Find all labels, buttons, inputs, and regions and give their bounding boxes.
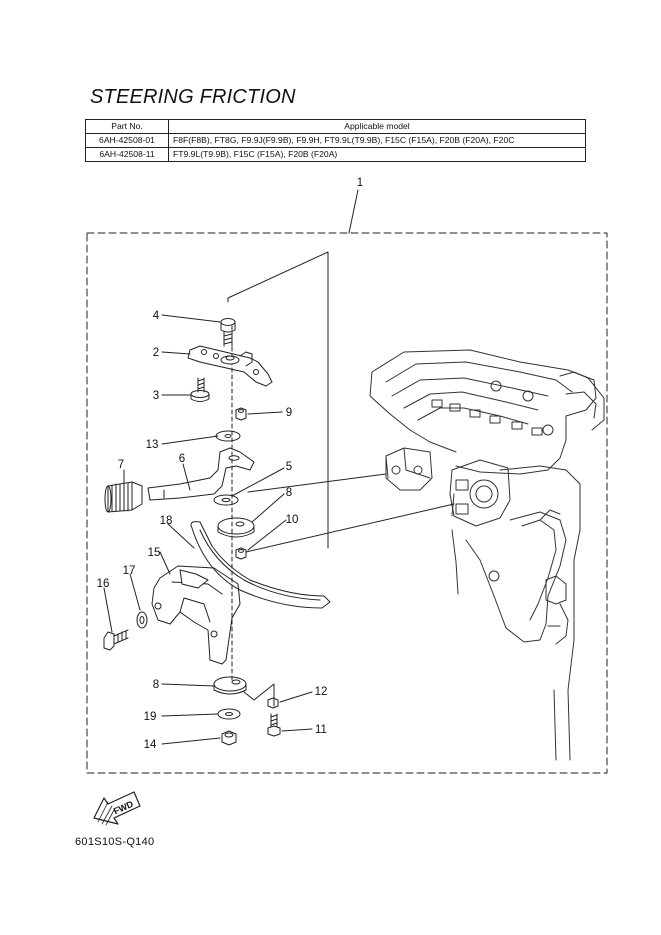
part-2-friction-plate xyxy=(187,345,273,387)
assembly-boundary xyxy=(86,232,608,774)
part-10-nut xyxy=(235,547,247,560)
part-12-nut xyxy=(267,697,279,709)
callout-16: 16 xyxy=(97,578,110,590)
part-8-friction-piece-upper xyxy=(217,517,255,538)
part-6-friction-lever xyxy=(147,447,255,501)
callout-18: 18 xyxy=(160,515,173,527)
part-19-washer xyxy=(217,708,241,720)
callout-labels: 4 2 3 9 13 6 7 5 8 10 18 15 17 16 8 12 1… xyxy=(97,310,328,751)
part-11-bolt xyxy=(267,713,281,737)
models-cell: FT9.9L(T9.9B), F15C (F15A), F20B (F20A) xyxy=(168,147,586,162)
part-5-washer xyxy=(213,494,239,506)
callout-19: 19 xyxy=(144,711,157,723)
part-14-nut xyxy=(221,730,237,746)
part-8-friction-piece-lower xyxy=(213,676,247,695)
table-header-row: Part No. Applicable model xyxy=(85,119,586,134)
table-row: 6AH-42508-11 FT9.9L(T9.9B), F15C (F15A),… xyxy=(85,147,586,162)
callout-15: 15 xyxy=(148,547,161,559)
part-3-bolt xyxy=(190,377,210,402)
callout-7: 7 xyxy=(118,459,124,471)
part-7-grip xyxy=(104,481,143,513)
callout-12: 12 xyxy=(315,686,328,698)
diagram-code: 601S10S-Q140 xyxy=(75,836,155,848)
callout-11: 11 xyxy=(315,724,327,736)
part-13-washer xyxy=(215,430,241,442)
assembly-guide-lines xyxy=(227,251,455,707)
part-15-bracket xyxy=(151,565,241,665)
callout-4: 4 xyxy=(153,310,160,322)
part-4-bolt xyxy=(220,318,236,347)
callout-13: 13 xyxy=(146,439,159,451)
leader-1 xyxy=(348,189,359,234)
part-9-nut xyxy=(235,407,247,421)
part-17-washer xyxy=(136,611,148,629)
page-title: STEERING FRICTION xyxy=(90,86,296,108)
callout-8-lower: 8 xyxy=(153,679,159,691)
part-no-cell: 6AH-42508-11 xyxy=(85,147,169,162)
part-18-guide-plate xyxy=(190,521,331,609)
callout-2: 2 xyxy=(153,347,159,359)
callout-leaders xyxy=(103,314,313,745)
callout-9: 9 xyxy=(286,407,292,419)
fwd-arrow-icon: FWD xyxy=(93,791,141,826)
callout-8-upper: 8 xyxy=(286,487,292,499)
callout-10: 10 xyxy=(286,514,299,526)
callout-5: 5 xyxy=(286,461,292,473)
clamp-bracket-outline xyxy=(369,349,605,761)
applicable-model-table: Part No. Applicable model 6AH-42508-01 F… xyxy=(85,119,586,162)
callout-14: 14 xyxy=(144,739,157,751)
callout-3: 3 xyxy=(153,390,159,402)
callout-6: 6 xyxy=(179,453,185,465)
part-16-bolt xyxy=(103,629,129,651)
callout-17: 17 xyxy=(123,565,136,577)
callout-1: 1 xyxy=(357,177,363,189)
